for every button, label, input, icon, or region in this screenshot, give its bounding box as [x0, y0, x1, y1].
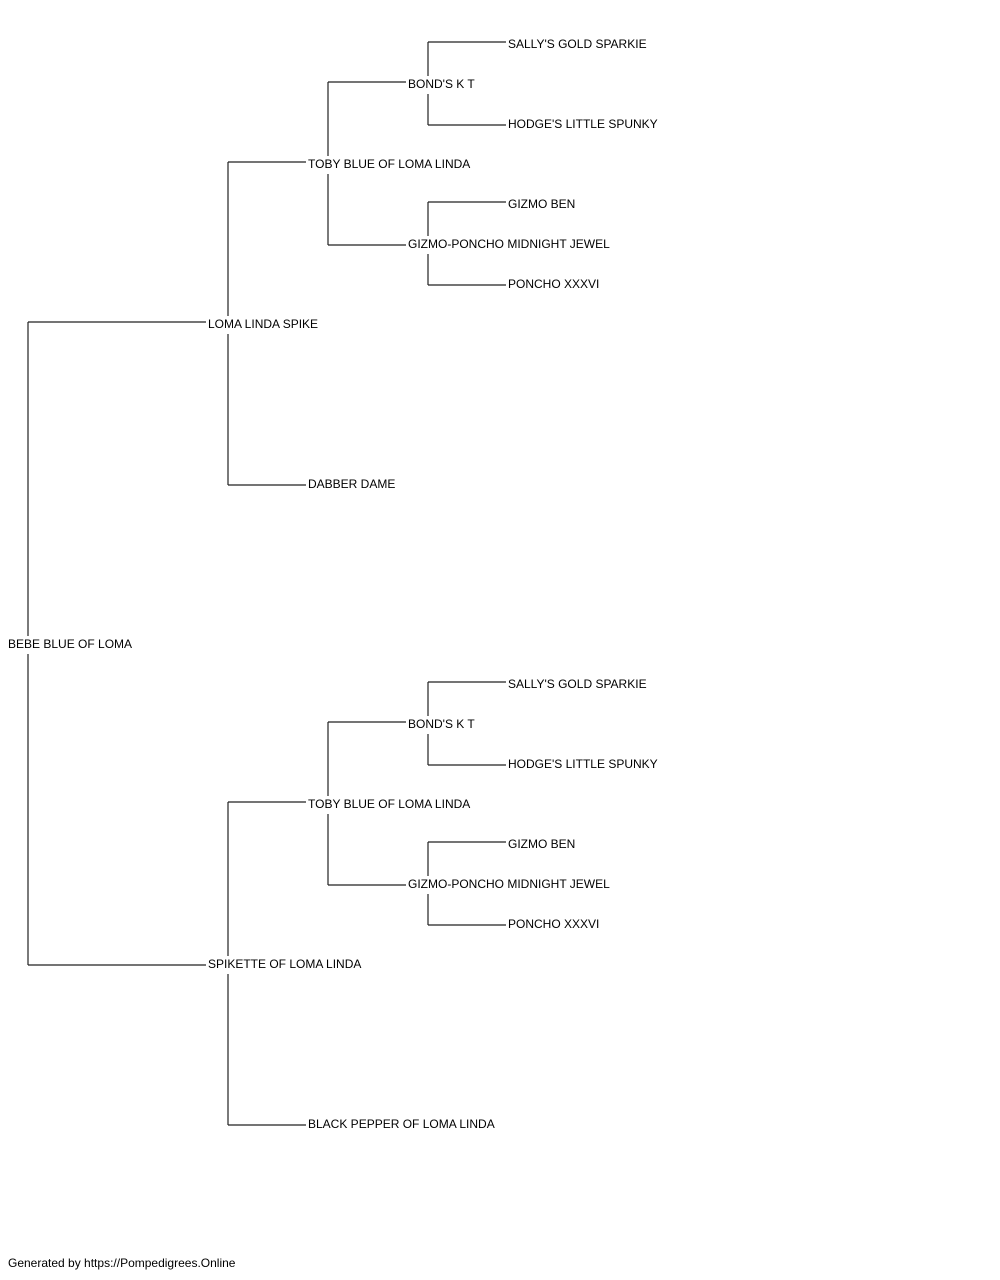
sire-dam-name: DABBER DAME	[308, 477, 395, 491]
sire-sire-sire-sire-name: SALLY'S GOLD SPARKIE	[508, 37, 647, 51]
dam-sire-sire-name: BOND'S K T	[408, 717, 475, 731]
dam-dam-name: BLACK PEPPER OF LOMA LINDA	[308, 1117, 495, 1131]
root-name: BEBE BLUE OF LOMA	[8, 637, 132, 651]
dam-sire-dam-dam-name: PONCHO XXXVI	[508, 917, 599, 931]
dam-sire-dam-sire-name: GIZMO BEN	[508, 837, 575, 851]
dam-sire-name: TOBY BLUE OF LOMA LINDA	[308, 797, 470, 811]
dam-sire-sire-dam-name: HODGE'S LITTLE SPUNKY	[508, 757, 658, 771]
sire-sire-sire-name: BOND'S K T	[408, 77, 475, 91]
dam-sire-dam-name: GIZMO-PONCHO MIDNIGHT JEWEL	[408, 877, 610, 891]
sire-sire-name: TOBY BLUE OF LOMA LINDA	[308, 157, 470, 171]
sire-sire-dam-name: GIZMO-PONCHO MIDNIGHT JEWEL	[408, 237, 610, 251]
label-masks	[6, 76, 614, 974]
sire-sire-sire-dam-name: HODGE'S LITTLE SPUNKY	[508, 117, 658, 131]
dam-name: SPIKETTE OF LOMA LINDA	[208, 957, 361, 971]
sire-name: LOMA LINDA SPIKE	[208, 317, 318, 331]
sire-sire-dam-sire-name: GIZMO BEN	[508, 197, 575, 211]
dam-sire-sire-sire-name: SALLY'S GOLD SPARKIE	[508, 677, 647, 691]
generated-by-footer: Generated by https://Pompedigrees.Online	[8, 1256, 236, 1270]
sire-sire-dam-dam-name: PONCHO XXXVI	[508, 277, 599, 291]
